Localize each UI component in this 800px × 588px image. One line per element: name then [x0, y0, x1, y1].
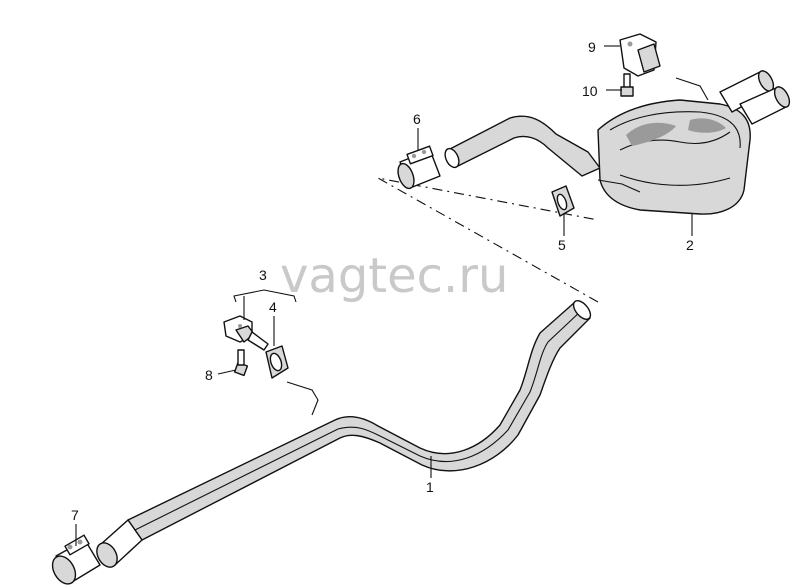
- callout-6: 6: [413, 111, 421, 127]
- callout-3: 3: [259, 267, 267, 283]
- part-3-bracket: [223, 315, 269, 351]
- leader-lines: [75, 45, 693, 546]
- part-8-bolt: [233, 349, 249, 377]
- part-1-front-pipe: [96, 300, 592, 568]
- callout-labels: 1 2 3 4 5 6 7 8 9 10: [71, 39, 694, 523]
- watermark: vagtec.ru: [280, 248, 508, 304]
- part-2-rear-silencer: [444, 70, 791, 215]
- callout-8: 8: [205, 367, 213, 383]
- callout-2: 2: [686, 237, 694, 253]
- callout-10: 10: [582, 83, 598, 99]
- part-9-bracket: [619, 33, 661, 77]
- callout-4: 4: [269, 299, 277, 315]
- connection-dashed-line: [377, 177, 599, 303]
- part-6-clamp: [397, 145, 441, 190]
- part-10-bolt: [620, 73, 634, 97]
- callout-7: 7: [71, 507, 79, 523]
- callout-1: 1: [426, 479, 434, 495]
- part-4-rubber-hanger: [265, 345, 289, 379]
- callout-5: 5: [558, 237, 566, 253]
- part-7-clamp: [51, 534, 101, 585]
- part-5-rubber-mount: [551, 185, 575, 217]
- callout-9: 9: [588, 39, 596, 55]
